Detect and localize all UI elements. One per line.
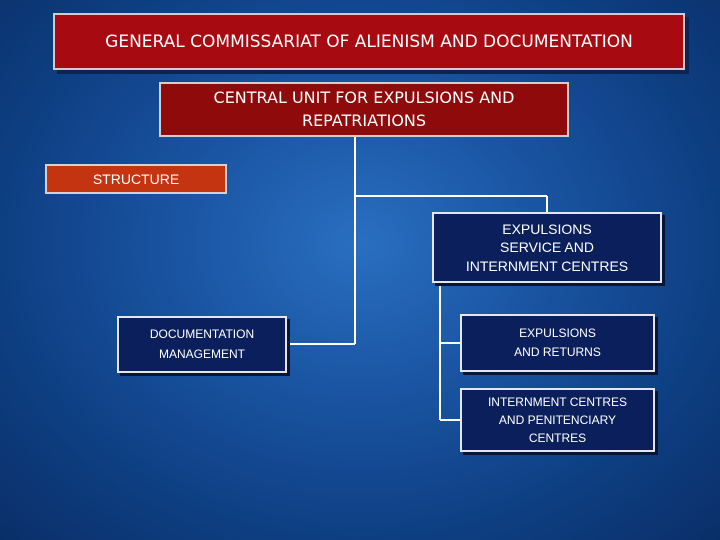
internment-line3: CENTRES bbox=[528, 431, 587, 445]
documentation-management-box: DOCUMENTATION MANAGEMENT bbox=[117, 316, 287, 373]
documentation-line2: MANAGEMENT bbox=[158, 346, 245, 361]
central-unit-line1: CENTRAL UNIT FOR EXPULSIONS AND bbox=[213, 88, 515, 108]
title-box: GENERAL COMMISSARIAT OF ALIENISM AND DOC… bbox=[53, 13, 685, 70]
internment-line2: AND PENITENCIARY bbox=[498, 413, 617, 427]
expulsions-service-line1: EXPULSIONS bbox=[502, 221, 592, 238]
expulsions-returns-box: EXPULSIONS AND RETURNS bbox=[460, 314, 655, 372]
structure-label: STRUCTURE bbox=[92, 171, 180, 187]
central-unit-box: CENTRAL UNIT FOR EXPULSIONS AND REPATRIA… bbox=[159, 82, 569, 137]
documentation-line1: DOCUMENTATION bbox=[149, 327, 255, 342]
expulsions-service-line3: INTERNMENT CENTRES bbox=[465, 257, 629, 274]
expulsions-service-line2: SERVICE AND bbox=[500, 239, 594, 256]
internment-line1: INTERNMENT CENTRES bbox=[487, 395, 628, 409]
title-text: GENERAL COMMISSARIAT OF ALIENISM AND DOC… bbox=[105, 31, 633, 52]
expulsions-returns-line1: EXPULSIONS bbox=[519, 325, 596, 340]
expulsions-returns-line2: AND RETURNS bbox=[514, 345, 601, 359]
structure-box: STRUCTURE bbox=[45, 164, 227, 194]
central-unit-line2: REPATRIATIONS bbox=[301, 110, 427, 130]
expulsions-service-box: EXPULSIONS SERVICE AND INTERNMENT CENTRE… bbox=[432, 212, 662, 283]
internment-penitenciary-box: INTERNMENT CENTRES AND PENITENCIARY CENT… bbox=[460, 388, 655, 452]
